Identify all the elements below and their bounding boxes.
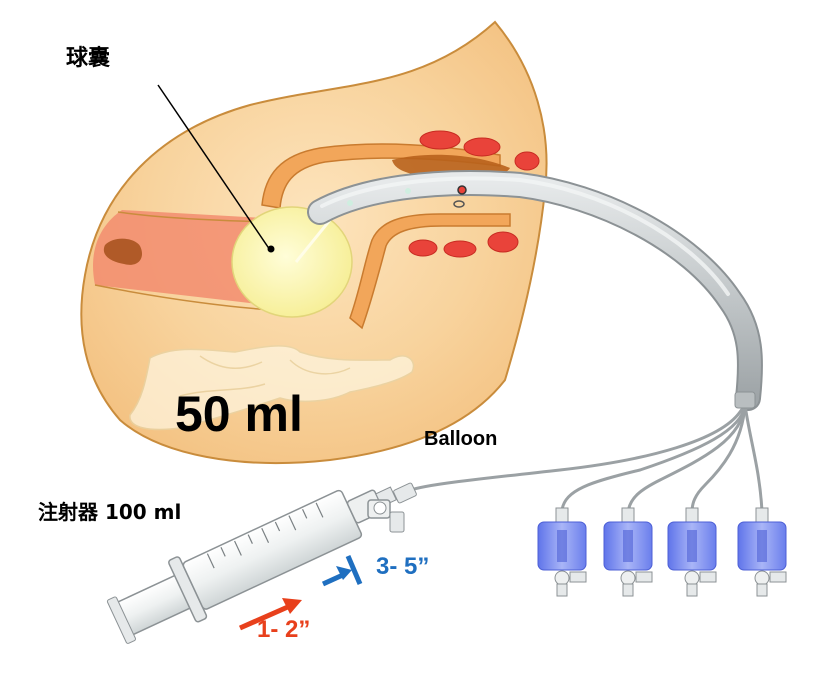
syringe-graduations xyxy=(206,502,324,569)
arrow-slow-injection xyxy=(321,555,363,587)
balloon xyxy=(231,206,353,318)
balloon-volume-label: 50 ml xyxy=(175,386,303,442)
bowel-loops xyxy=(129,345,415,431)
valve-connector xyxy=(367,482,417,533)
stopcock-1 xyxy=(537,507,587,597)
balloon-pointer-line xyxy=(157,84,271,251)
stool xyxy=(103,238,143,265)
arrow-fast-injection xyxy=(238,598,302,631)
vaginal-walls xyxy=(261,143,511,330)
stopcock-4 xyxy=(737,507,787,597)
syringe-label: 注射器 100 ml xyxy=(38,500,182,524)
catheter-tube xyxy=(307,170,764,411)
balloon-label-cn: 球囊 xyxy=(66,46,111,71)
balloon-pointer-dot xyxy=(267,245,275,253)
fast-injection-time-label: 1- 2” xyxy=(257,616,311,643)
balloon-label-en: Balloon xyxy=(424,428,498,450)
slow-injection-time-label: 3- 5” xyxy=(376,553,430,580)
catheter-branches xyxy=(404,404,764,513)
stopcock-3 xyxy=(667,507,717,597)
catheter-hub xyxy=(734,391,756,409)
syringe xyxy=(106,486,397,644)
stopcock-2 xyxy=(603,507,653,597)
syringe-barrel xyxy=(182,489,363,610)
